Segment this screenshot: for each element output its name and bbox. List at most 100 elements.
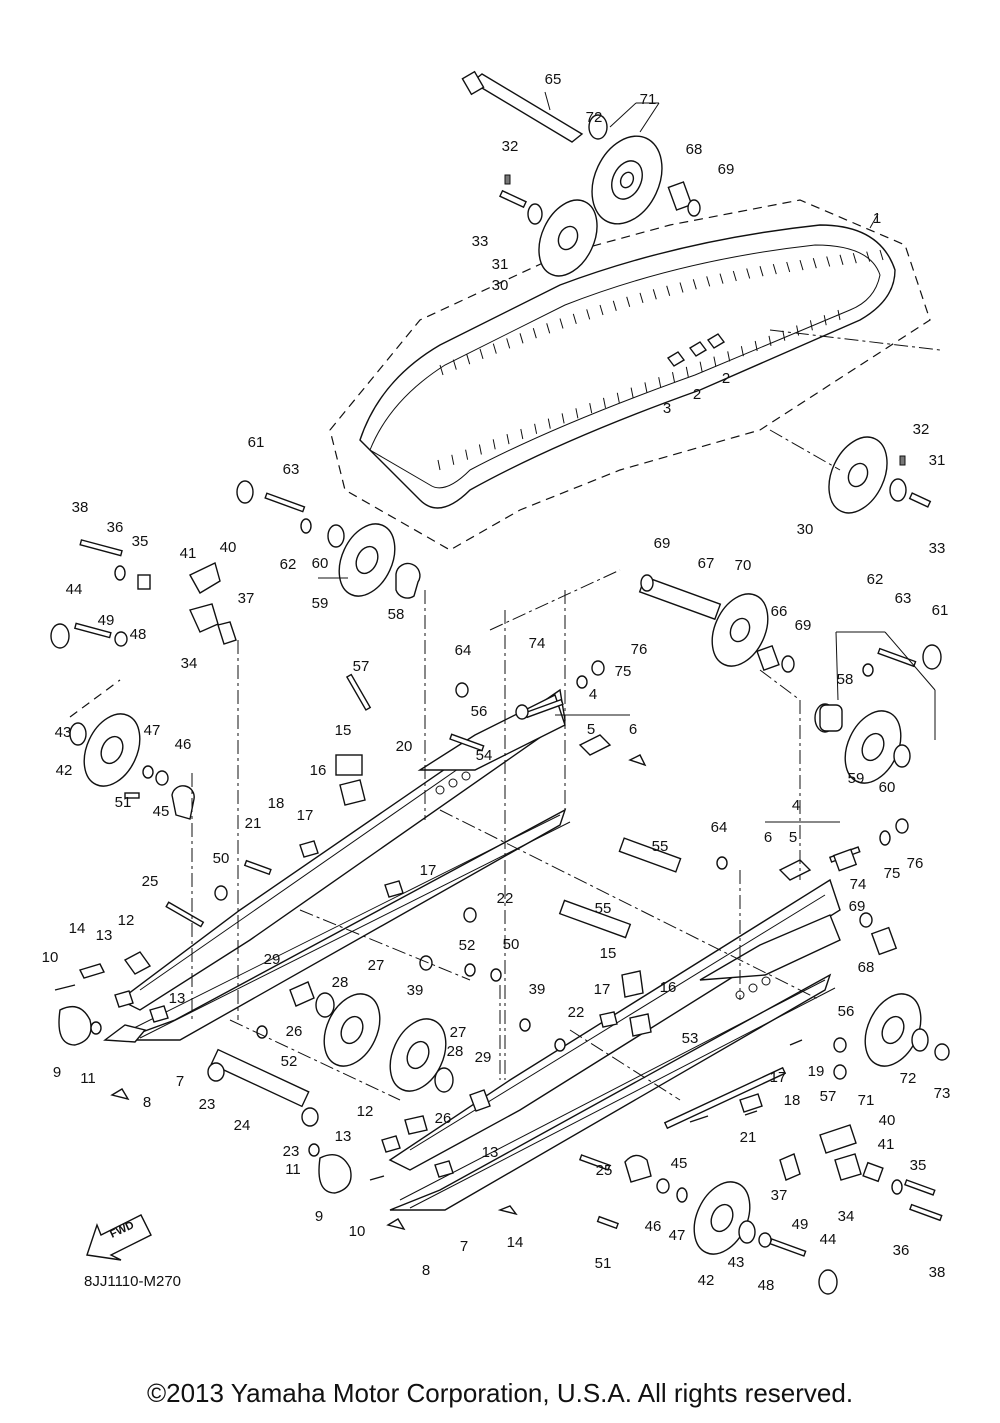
callout: 41 — [878, 1136, 895, 1153]
track-clips — [666, 333, 726, 367]
callout: 58 — [388, 606, 405, 623]
callout: 47 — [669, 1227, 686, 1244]
callout: 16 — [660, 979, 677, 996]
callout: 56 — [838, 1003, 855, 1020]
callout: 60 — [312, 555, 329, 572]
callout: 63 — [283, 461, 300, 478]
callout: 38 — [72, 499, 89, 516]
callout: 48 — [758, 1277, 775, 1294]
callout: 34 — [838, 1208, 855, 1225]
callout: 25 — [596, 1162, 613, 1179]
callout: 34 — [181, 655, 198, 672]
callout: 1 — [873, 210, 881, 227]
callout: 46 — [645, 1218, 662, 1235]
callout: 9 — [53, 1064, 61, 1081]
callout: 52 — [459, 937, 476, 954]
callout: 23 — [199, 1096, 216, 1113]
callout: 39 — [529, 981, 546, 998]
right-upper-idler — [828, 436, 932, 514]
left-rear-idler-group — [236, 480, 421, 599]
leader-lines — [191, 91, 941, 1101]
callout: 76 — [631, 641, 648, 658]
callout: 29 — [264, 951, 281, 968]
drawing-code: 8JJ1110-M270 — [84, 1273, 181, 1290]
callout: 62 — [280, 556, 297, 573]
callout: 25 — [142, 873, 159, 890]
callout: 72 — [900, 1070, 917, 1087]
callout: 41 — [180, 545, 197, 562]
callout: 40 — [220, 539, 237, 556]
callout: 66 — [771, 603, 788, 620]
fwd-arrow: FWD — [86, 1214, 152, 1261]
callout: 24 — [234, 1117, 251, 1134]
left-front-bogie — [54, 951, 518, 1231]
callout: 52 — [281, 1053, 298, 1070]
callout: 13 — [96, 927, 113, 944]
callout: 11 — [80, 1070, 96, 1087]
callout: 67 — [698, 555, 715, 572]
callout: 22 — [497, 890, 514, 907]
callout: 20 — [396, 738, 413, 755]
callout-labels: 65 71 72 32 68 69 33 31 30 1 2 2 3 32 31… — [42, 71, 951, 1294]
callout: 48 — [130, 626, 147, 643]
copyright-notice: ©2013 Yamaha Motor Corporation, U.S.A. A… — [146, 1378, 854, 1408]
callout: 55 — [595, 900, 612, 917]
callout: 21 — [740, 1129, 757, 1146]
callout: 7 — [460, 1238, 468, 1255]
callout: 16 — [310, 762, 327, 779]
callout: 31 — [929, 452, 946, 469]
callout: 18 — [784, 1092, 801, 1109]
callout: 69 — [654, 535, 671, 552]
callout: 6 — [629, 721, 637, 738]
callout: 4 — [589, 686, 597, 703]
callout: 64 — [455, 642, 472, 659]
callout: 33 — [929, 540, 946, 557]
callout: 9 — [315, 1208, 323, 1225]
callout: 59 — [312, 595, 329, 612]
callout: 31 — [492, 256, 509, 273]
callout: 39 — [407, 982, 424, 999]
callout: 51 — [115, 794, 132, 811]
callout: 2 — [722, 370, 730, 387]
callout: 58 — [837, 671, 854, 688]
callout: 72 — [586, 109, 603, 126]
callout: 30 — [797, 521, 814, 538]
callout: 13 — [169, 990, 186, 1007]
top-idler-assembly — [461, 70, 701, 277]
callout: 75 — [884, 865, 901, 882]
callout: 6 — [764, 829, 772, 846]
callout: 7 — [176, 1073, 184, 1090]
track-belt — [329, 199, 931, 551]
left-slide-rail — [103, 808, 571, 1043]
left-front-mount-group — [50, 539, 237, 820]
callout: 26 — [435, 1110, 452, 1127]
callout: 28 — [332, 974, 349, 991]
callout: 14 — [69, 920, 86, 937]
callout: 74 — [850, 876, 867, 893]
callout: 56 — [471, 703, 488, 720]
callout: 59 — [848, 770, 865, 787]
callout: 17 — [297, 807, 314, 824]
callout: 76 — [907, 855, 924, 872]
callout: 71 — [640, 91, 657, 108]
callout: 17 — [770, 1069, 787, 1086]
callout: 42 — [56, 762, 73, 779]
callout: 12 — [357, 1103, 374, 1120]
callout: 37 — [238, 590, 255, 607]
callout: 33 — [472, 233, 489, 250]
callout: 49 — [792, 1216, 809, 1233]
callout: 4 — [792, 797, 800, 814]
callout: 43 — [728, 1254, 745, 1271]
callout: 32 — [502, 138, 519, 155]
callout: 50 — [213, 850, 230, 867]
callout: 5 — [587, 721, 595, 738]
callout: 36 — [893, 1242, 910, 1259]
callout: 32 — [913, 421, 930, 438]
callout: 3 — [663, 400, 671, 417]
callout: 29 — [475, 1049, 492, 1066]
callout: 68 — [858, 959, 875, 976]
callout: 22 — [568, 1004, 585, 1021]
callout: 15 — [335, 722, 352, 739]
callout: 36 — [107, 519, 124, 536]
